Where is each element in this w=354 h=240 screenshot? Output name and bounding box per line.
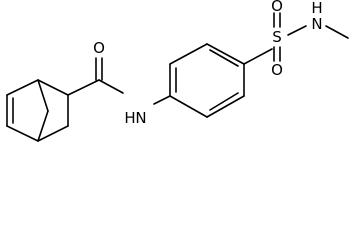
- sulfonyl-oxygen-top-label: O: [271, 0, 283, 15]
- amide-hydrogen-label: H: [124, 109, 135, 127]
- ring-bond-5: [206, 95, 245, 118]
- sulfur-label: S: [272, 28, 282, 46]
- sulfonamide-group: [243, 12, 349, 65]
- bond-c1-c2: [37, 79, 69, 96]
- bond-c7-c4: [37, 110, 49, 142]
- norbornene-ring: [6, 79, 69, 142]
- amide-nitrogen-label: N: [135, 109, 146, 127]
- ring-bond-2: [169, 43, 208, 65]
- carbonyl-oxygen-label: O: [93, 39, 105, 57]
- bond-c2-carbonyl: [67, 79, 100, 96]
- ring-bond-6: [169, 95, 208, 118]
- amide-group: [67, 57, 171, 105]
- bond-aryl-s: [243, 48, 273, 65]
- bond-s-n: [287, 25, 307, 36]
- sulfonyl-oxygen-bottom-label: O: [271, 61, 283, 79]
- bond-n-aryl: [153, 95, 171, 105]
- bond-carbonyl-n: [98, 79, 124, 94]
- bond-c3-c4: [37, 125, 69, 142]
- sulfonamide-hydrogen-label: H: [311, 0, 322, 17]
- bond-n-methyl: [325, 25, 349, 39]
- ring-bond-3: [206, 43, 245, 65]
- ring-double-2: [209, 49, 239, 67]
- ring-double-3: [209, 92, 239, 111]
- chemical-structure: O N H S O O H N: [6, 0, 349, 142]
- atom-labels: O N H S O O H N: [93, 0, 323, 127]
- sulfonamide-nitrogen-label: N: [311, 15, 322, 33]
- bond-c5-c4: [6, 125, 39, 142]
- benzene-ring: [169, 43, 245, 118]
- bond-c1-c7: [37, 79, 49, 112]
- bond-c6-c1: [6, 79, 39, 96]
